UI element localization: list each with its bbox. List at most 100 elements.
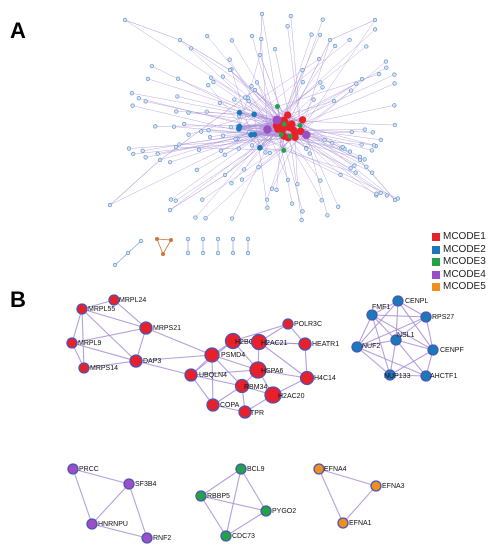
network-a-node [169, 238, 173, 242]
edge-mrpl9-mrps21 [71, 327, 147, 344]
network-a-node [272, 47, 278, 52]
node-nuf2 [351, 341, 363, 353]
node-h2ac21 [250, 333, 268, 351]
node-label-ahctf1: AHCTF1 [430, 373, 457, 380]
network-a-cluster-node [281, 121, 287, 127]
network-a-node [228, 125, 233, 130]
network-a-node [325, 213, 330, 218]
node-hnrnpu [86, 518, 98, 530]
edge-fmf1-nuf2 [356, 314, 373, 348]
network-a-node [177, 37, 183, 43]
network-a-edge [239, 126, 268, 130]
network-a-node [374, 191, 379, 196]
legend-swatch [432, 245, 440, 254]
node-mrps14 [78, 362, 90, 374]
network-a-node [249, 143, 255, 148]
network-a-node [364, 164, 369, 169]
network-a-node [203, 216, 208, 221]
network-a-node [185, 250, 191, 256]
network-a-node [167, 207, 173, 213]
node-copa [206, 398, 220, 412]
edge-ubqln4-hspa6 [190, 369, 259, 376]
node-label-psmd4: PSMD4 [221, 352, 245, 359]
network-a-node [359, 142, 364, 147]
network-a-node [207, 135, 213, 140]
node-fmf1 [366, 309, 378, 321]
network-a-node [230, 250, 236, 256]
network-a-node [189, 46, 194, 51]
network-a-node [383, 59, 389, 64]
node-label-efna4: EFNA4 [324, 466, 347, 473]
edge-fmf1-cenpf [371, 314, 434, 351]
network-a-node [217, 100, 222, 106]
network-a-node [373, 27, 378, 32]
edge-sf3b4-hnrnpu [91, 483, 130, 525]
edge-rps27-nsl1 [395, 316, 427, 341]
network-a-node [220, 133, 226, 138]
network-a-node [222, 152, 227, 157]
node-label-nsl1: NSL1 [397, 332, 415, 339]
network-a-edge [179, 39, 231, 71]
network-a-node [126, 146, 132, 151]
node-label-nuf2: NUF2 [362, 343, 380, 350]
network-a-cluster-node [281, 147, 287, 153]
network-a-node [319, 198, 324, 203]
legend-label: MCODE1 [443, 231, 486, 243]
edge-mrpl24-mrps21 [113, 299, 147, 329]
network-a-node [322, 137, 327, 143]
network-a-edge [288, 127, 377, 196]
network-a-node [186, 132, 191, 137]
node-cenpl [392, 295, 404, 307]
network-a-edge [280, 45, 336, 126]
network-a-node [168, 197, 174, 202]
node-mrpl55 [76, 303, 88, 315]
edge-nsl1-nup133 [389, 339, 397, 376]
network-a-node [352, 163, 357, 168]
network-a-node [229, 216, 235, 221]
node-nup133 [384, 369, 396, 381]
network-a-node [370, 170, 375, 175]
cluster-mcode3-edges [200, 468, 267, 537]
node-label-mrpl24: MRPL24 [119, 297, 146, 304]
legend-item-mcode2: MCODE2 [432, 244, 486, 257]
network-a-cluster-node [257, 144, 263, 151]
edge-bcl9-rbbp5 [200, 468, 242, 497]
legend-label: MCODE5 [443, 281, 486, 293]
network-a-edge [169, 129, 278, 211]
network-a-node [372, 17, 378, 23]
network-a-edge [251, 35, 278, 128]
node-rps27 [420, 311, 432, 323]
node-pygo2 [260, 505, 272, 517]
network-a-cluster-node [263, 125, 272, 134]
node-polr3c [282, 318, 294, 330]
network-a-node [392, 103, 397, 108]
network-a-node [259, 11, 265, 17]
network-a-edge [241, 134, 307, 180]
network-a-edge [288, 127, 302, 221]
network-a-node [149, 63, 154, 69]
network-a-edge [294, 90, 352, 135]
network-a-node [269, 186, 275, 191]
node-label-bcl9: BCL9 [247, 466, 265, 473]
node-label-cenpf: CENPF [440, 347, 464, 354]
network-a-node [300, 80, 305, 85]
network-a-edge [128, 137, 289, 149]
network-a-node [392, 197, 398, 203]
network-a-node [246, 98, 251, 104]
network-a-node [274, 187, 279, 192]
network-a-node [249, 84, 254, 89]
edge-nup133-ahctf1 [389, 374, 427, 377]
network-a-node [349, 129, 354, 135]
node-label-mrps14: MRPS14 [90, 365, 118, 372]
network-a-cluster-node [272, 115, 282, 125]
edge-prcc-hnrnpu [72, 468, 93, 525]
network-a-edge [162, 239, 172, 255]
network-a-node [330, 141, 335, 146]
network-a-node [131, 151, 136, 157]
network-a-node [155, 237, 159, 241]
network-a-node [206, 83, 211, 88]
network-a-node [311, 97, 316, 102]
